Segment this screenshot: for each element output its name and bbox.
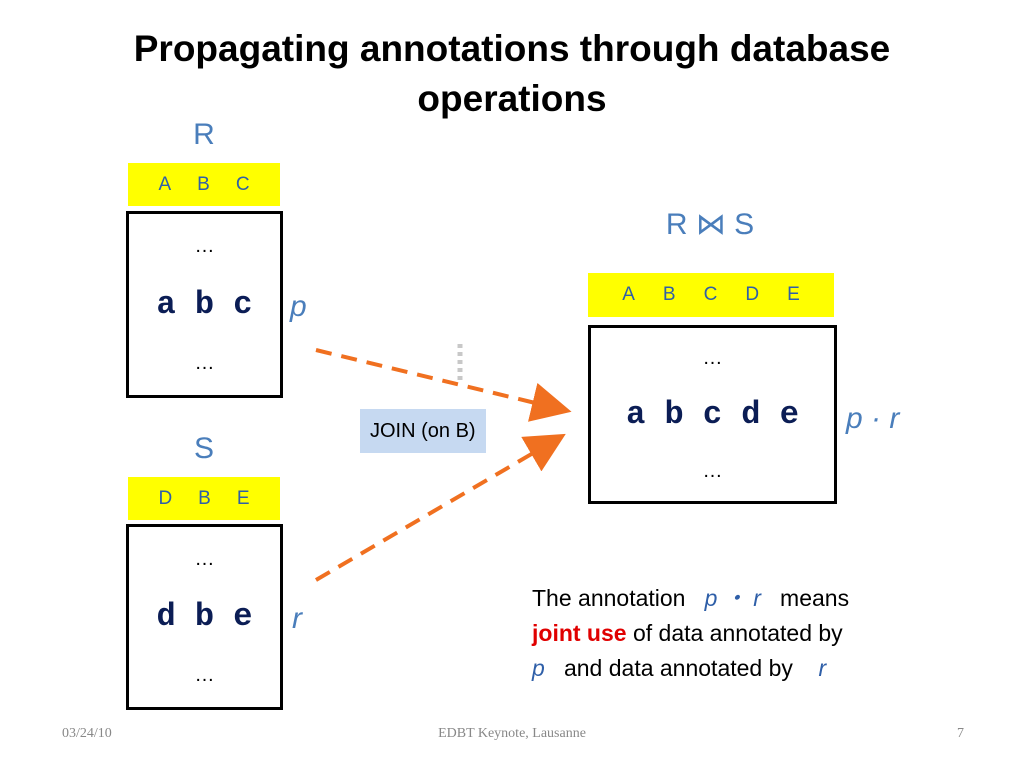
footer-title: EDBT Keynote, Lausanne <box>438 726 586 741</box>
join-operation-label: JOIN (on B) <box>360 409 486 453</box>
relation-s-header: D B E <box>128 477 280 520</box>
tuple-row: a b c <box>156 285 253 323</box>
relation-r-name: R <box>193 118 215 151</box>
ellipsis-row: … <box>194 664 215 686</box>
column-header: A <box>158 173 172 195</box>
relation-s-name: S <box>193 432 214 465</box>
annotation-var-p: p <box>532 655 545 681</box>
ellipsis-row: … <box>194 235 215 257</box>
column-header: E <box>236 487 250 509</box>
explanation-line-1: The annotation p ・ r means <box>532 581 962 616</box>
column-header: E <box>787 284 800 305</box>
column-header: B <box>662 284 676 305</box>
explanation-line-3: p and data annotated by r <box>532 651 962 686</box>
result-relation-header: A B C D E <box>588 273 834 317</box>
arrow-from-s <box>314 433 566 582</box>
annotation-var-r: r <box>818 655 827 681</box>
tuple-row: d b e <box>156 598 253 635</box>
tuple-row: a b c d e <box>626 395 799 433</box>
annotation-r: r <box>292 602 302 635</box>
result-relation-table: … a b c d e … <box>588 325 837 504</box>
slide-title: Propagating annotations through database… <box>133 28 891 119</box>
relation-r-table: … a b c … <box>126 211 283 398</box>
explanation-line-2: joint use of data annotated by <box>532 616 962 651</box>
explanation-segment: means <box>780 585 850 611</box>
page-number: 7 <box>957 726 964 741</box>
relation-s-table: … d b e … <box>126 524 283 710</box>
explanation-segment: The annotation <box>532 585 686 611</box>
explanation-segment: and data annotated by <box>563 655 793 681</box>
ellipsis-row: … <box>702 347 723 369</box>
footer-date: 03/24/10 <box>62 726 112 741</box>
ellipsis-row: … <box>194 352 215 374</box>
annotation-p-r: p · r <box>846 402 900 435</box>
column-header: D <box>158 487 173 509</box>
column-header: B <box>197 173 210 195</box>
arrow-from-r <box>315 348 572 422</box>
annotation-p: p <box>290 290 307 323</box>
column-header: D <box>745 284 760 305</box>
column-header: B <box>198 487 211 509</box>
column-header: C <box>235 173 250 195</box>
annotation-var-pr: p ・ r <box>704 585 761 611</box>
ellipsis-row: … <box>194 548 215 570</box>
result-relation-name: R ⋈ S <box>665 208 755 241</box>
emphasis-joint-use: joint use <box>532 620 627 646</box>
column-header: C <box>703 284 718 305</box>
column-header: A <box>622 284 635 305</box>
relation-r-header: A B C <box>128 163 280 206</box>
ellipsis-row: … <box>702 460 723 482</box>
explanation-segment: of data annotated by <box>632 620 843 646</box>
explanation-text: The annotation p ・ r means joint use of … <box>532 581 962 686</box>
